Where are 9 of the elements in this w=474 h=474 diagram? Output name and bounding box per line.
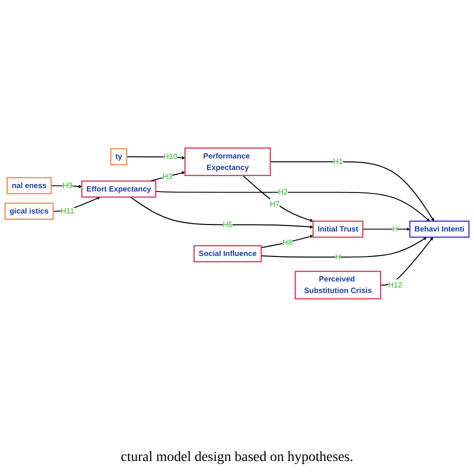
arrow xyxy=(362,227,410,230)
arrow xyxy=(242,174,314,222)
arrow xyxy=(380,236,434,286)
arrow xyxy=(130,196,314,228)
arrow xyxy=(260,236,427,258)
arrow xyxy=(155,190,430,221)
arrow xyxy=(270,160,434,221)
arrow xyxy=(260,234,314,248)
caption: ctural model design based on hypotheses. xyxy=(120,449,354,467)
